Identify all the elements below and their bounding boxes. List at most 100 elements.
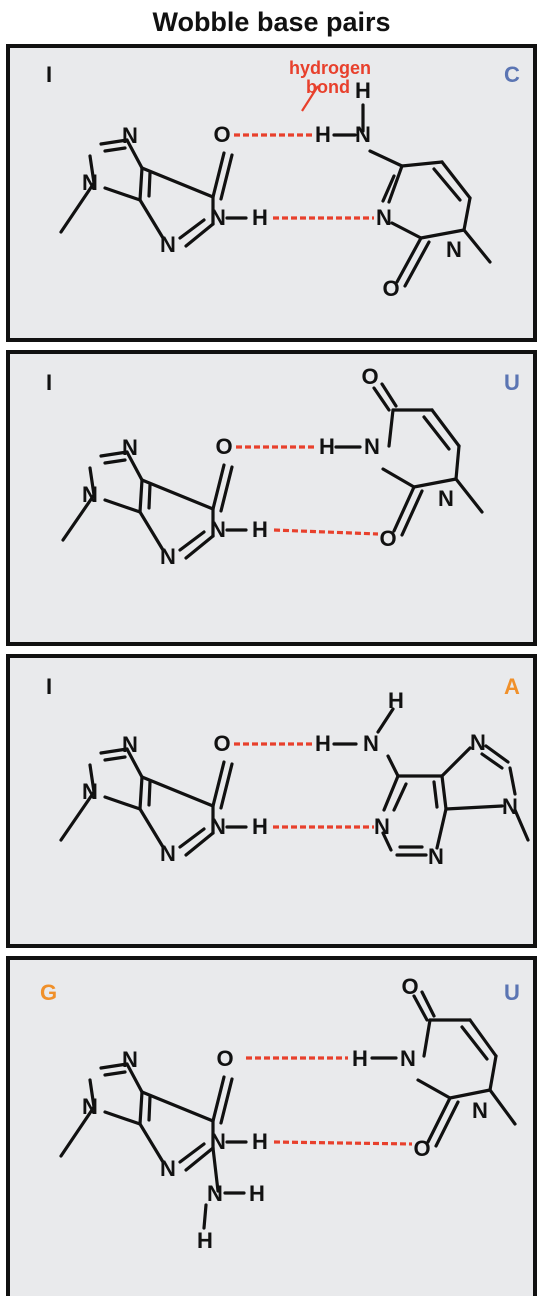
i-a-structure: N N N N H O H H N N N N N I A (46, 674, 530, 869)
hydrogen-bonds (236, 445, 379, 536)
atom-labels: N N N N H O H N O N O (82, 364, 454, 569)
covalent-bond-line (103, 795, 142, 811)
atom-label-h: H (252, 1129, 268, 1154)
atom-label-n: N (207, 1181, 223, 1206)
covalent-bond-line (440, 160, 472, 200)
atom-label-h: H (355, 78, 371, 103)
covalent-bonds (61, 382, 484, 560)
covalent-bond-line (140, 478, 215, 511)
covalent-bond-line (184, 222, 215, 248)
covalent-bond-line (147, 780, 152, 807)
covalent-bond-line (202, 1203, 208, 1230)
covalent-bond-line (513, 808, 530, 842)
covalent-bond-line (138, 807, 165, 849)
covalent-bond-line (386, 754, 400, 778)
covalent-bond-line (372, 386, 391, 412)
covalent-bond-line (392, 485, 416, 533)
covalent-bond-line (440, 746, 472, 778)
covalent-bonds (59, 707, 530, 857)
covalent-bond-line (422, 1018, 432, 1058)
atom-label-o: O (215, 434, 232, 459)
atom-label-n: N (122, 732, 138, 757)
covalent-bond-line (440, 774, 448, 811)
annotation-leader-line (301, 85, 319, 112)
covalent-bond-line (454, 477, 484, 514)
covalent-bond-line (376, 707, 395, 734)
left-base-label: I (46, 62, 52, 87)
atom-label-n: N (470, 730, 486, 755)
covalent-bond-line (184, 534, 215, 560)
left-base-label: I (46, 370, 52, 395)
covalent-bond-line (211, 1075, 226, 1123)
covalent-bond-line (434, 1100, 460, 1148)
atom-label-h: H (252, 205, 268, 230)
atom-label-n: N (82, 482, 98, 507)
atom-label-n: N (82, 170, 98, 195)
atom-label-n: N (355, 122, 371, 147)
right-base-label: C (504, 62, 520, 87)
covalent-bond-line (468, 1018, 498, 1058)
covalent-bond-line (138, 198, 165, 240)
atom-label-o: O (213, 122, 230, 147)
right-base-label: A (504, 674, 520, 699)
atom-label-n: N (446, 237, 462, 262)
covalent-bond-line (368, 149, 404, 168)
covalent-bond-line (462, 228, 492, 264)
atom-label-n: N (122, 1047, 138, 1072)
covalent-bond-line (88, 1078, 96, 1109)
atom-label-n: N (428, 844, 444, 869)
covalent-bond-line (484, 744, 510, 764)
atom-label-h: H (315, 731, 331, 756)
covalent-bond-line (140, 1090, 215, 1123)
atom-label-h: H (249, 1181, 265, 1206)
covalent-bond-line (435, 807, 448, 850)
covalent-bond-line (138, 478, 144, 514)
hydrogen-bond-dashes (273, 528, 379, 536)
covalent-bond-line (125, 747, 144, 779)
covalent-bond-line (103, 458, 127, 465)
covalent-bond-line (178, 827, 206, 849)
covalent-bond-line (444, 804, 504, 811)
covalent-bond-line (138, 1090, 144, 1126)
covalent-bond-line (184, 831, 215, 857)
i-c-structure: hydrogen bond N N N N H O H H N N N O I … (46, 58, 520, 301)
covalent-bond-line (178, 1142, 206, 1164)
covalent-bond-line (140, 166, 215, 199)
covalent-bond-line (211, 463, 226, 511)
covalent-bonds (59, 103, 492, 288)
covalent-bond-line (125, 138, 144, 170)
atom-label-h: H (352, 1046, 368, 1071)
atom-label-n: N (160, 544, 176, 569)
covalent-bond-line (381, 831, 393, 852)
atom-label-n: N (82, 779, 98, 804)
covalent-bond-line (147, 171, 152, 198)
atom-label-o: O (213, 731, 230, 756)
hydrogen-bonds (234, 133, 374, 220)
hydrogen-bond-dashes (273, 1140, 413, 1146)
covalent-bond-line (454, 444, 461, 481)
covalent-bond-line (103, 755, 127, 762)
atom-label-o: O (413, 1136, 430, 1161)
atom-labels: N N N N H O N H H H N O N O (82, 974, 488, 1253)
atom-label-n: N (438, 486, 454, 511)
covalent-bond-line (138, 166, 144, 202)
covalent-bond-line (59, 1105, 96, 1158)
atom-label-n: N (160, 232, 176, 257)
covalent-bond-line (412, 994, 429, 1022)
right-base-label: U (504, 980, 520, 1005)
covalent-bond-line (381, 174, 396, 203)
atom-label-o: O (216, 1046, 233, 1071)
atom-label-o: O (382, 276, 399, 301)
panel-g-u: N N N N H O N H H H N O N O G U (6, 956, 537, 1296)
covalent-bond-line (138, 1122, 165, 1164)
covalent-bond-line (430, 408, 461, 448)
atom-label-h: H (197, 1228, 213, 1253)
covalent-bond-line (392, 782, 408, 812)
panel-i-c: hydrogen bond N N N N H O H H N N N O I … (6, 44, 537, 342)
covalent-bond-line (488, 1054, 498, 1092)
atom-label-o: O (401, 974, 418, 999)
covalent-bond-line (448, 1088, 492, 1100)
covalent-bond-line (422, 415, 451, 451)
hydrogen-bonds (246, 1056, 413, 1146)
atom-label-h: H (388, 688, 404, 713)
